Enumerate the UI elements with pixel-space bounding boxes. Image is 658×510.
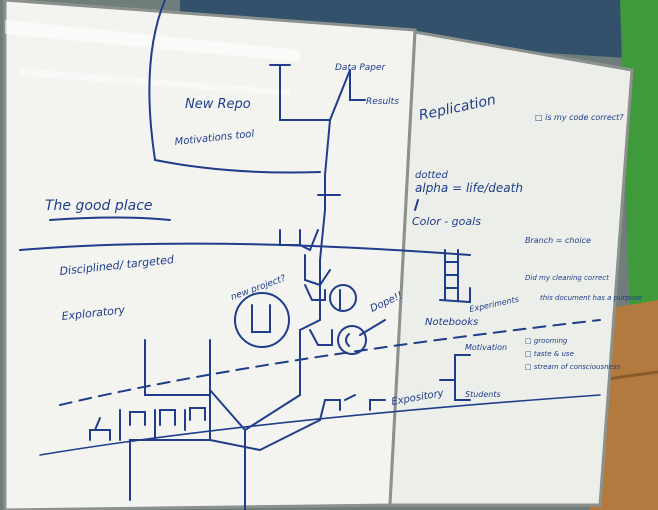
label-dotted: dotted bbox=[415, 170, 448, 181]
label-checklist-stream: □ stream of consciousness bbox=[525, 363, 620, 371]
label-branch-choice: Branch = choice bbox=[525, 236, 591, 245]
window-glass bbox=[180, 0, 658, 60]
label-color-goals: Color - goals bbox=[412, 215, 481, 228]
label-data-paper: Data Paper bbox=[335, 63, 387, 73]
label-is-cleaning-correct: Did my cleaning correct bbox=[525, 274, 609, 282]
label-the-good-place: The good place bbox=[45, 198, 153, 214]
label-document-purpose: this document has a purpose bbox=[540, 294, 642, 302]
handwritten-labels: New Repo Motivations tool Data Paper Res… bbox=[45, 63, 642, 408]
label-new-repo: New Repo bbox=[185, 97, 251, 112]
label-notebooks: Notebooks bbox=[425, 317, 478, 328]
label-checklist-taste: □ taste & use bbox=[525, 350, 574, 358]
label-code-correct: □ is my code correct? bbox=[535, 113, 624, 122]
label-results: Results bbox=[366, 97, 399, 107]
diagram-strokes bbox=[19, 0, 601, 510]
label-checklist-grooming: □ grooming bbox=[525, 337, 568, 345]
label-motivation: Motivation bbox=[465, 343, 507, 352]
right-whiteboard-panel bbox=[388, 30, 634, 507]
label-students: Students bbox=[465, 390, 501, 399]
label-alpha-life-death: alpha = life/death bbox=[415, 181, 523, 195]
